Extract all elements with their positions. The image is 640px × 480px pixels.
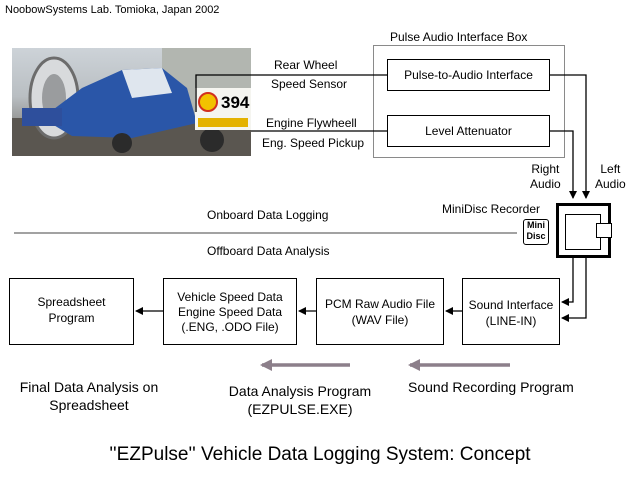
- sound-interface-line1: Sound Interface: [468, 298, 554, 312]
- interface-box-title: Pulse Audio Interface Box: [390, 30, 528, 44]
- sound-recording-label: Sound Recording Program: [408, 379, 574, 395]
- sound-interface-line2: (LINE-IN): [485, 314, 537, 328]
- final-analysis-line2: Spreadsheet: [49, 397, 129, 413]
- minidisc-button: [596, 223, 612, 238]
- left-audio-label: Left Audio: [595, 162, 626, 192]
- pcm-audio-line2: (WAV File): [351, 313, 409, 327]
- offboard-label: Offboard Data Analysis: [207, 244, 330, 258]
- pcm-audio-line1: PCM Raw Audio File: [324, 297, 436, 311]
- speed-sensor-label: Speed Sensor: [271, 77, 348, 91]
- data-analysis-line2: (EZPULSE.EXE): [247, 401, 353, 417]
- rear-wheel-label: Rear Wheel: [274, 58, 338, 72]
- vehicle-data-line1: Vehicle Speed Data: [177, 290, 283, 304]
- data-analysis-label: Data Analysis Program (EZPULSE.EXE): [210, 382, 390, 418]
- vehicle-photo: 394: [12, 48, 251, 156]
- spreadsheet-line1: Spreadsheet: [37, 295, 106, 309]
- engine-speed-pickup-label: Eng. Speed Pickup: [262, 136, 365, 150]
- vehicle-illustration: [12, 48, 251, 156]
- data-analysis-line1: Data Analysis Program: [228, 383, 372, 399]
- race-number: 394: [221, 93, 250, 112]
- minidisc-out-wire-2: [561, 258, 587, 322]
- vehicle-data-line2: Engine Speed Data: [177, 305, 283, 319]
- pulse-to-audio-label: Pulse-to-Audio Interface: [404, 68, 533, 82]
- sound-interface-box: Sound Interface (LINE-IN): [462, 278, 560, 345]
- right-audio-line1: Right: [531, 162, 560, 176]
- page-title: ''EZPulse'' Vehicle Data Logging System:…: [109, 444, 531, 465]
- final-analysis-line1: Final Data Analysis on: [19, 379, 159, 395]
- onboard-label: Onboard Data Logging: [207, 208, 329, 222]
- credit-text: NoobowSystems Lab. Tomioka, Japan 2002: [5, 4, 220, 16]
- minidisc-logo-line1: Mini: [527, 220, 545, 230]
- minidisc-logo-line2: Disc: [526, 231, 546, 241]
- spreadsheet-line2: Program: [48, 311, 95, 325]
- level-attenuator-box: Level Attenuator: [387, 115, 550, 147]
- level-attenuator-label: Level Attenuator: [425, 124, 512, 138]
- right-audio-label: Right Audio: [530, 162, 561, 192]
- vehicle-data-box: Vehicle Speed Data Engine Speed Data (.E…: [163, 278, 297, 345]
- pulse-to-audio-box: Pulse-to-Audio Interface: [387, 59, 550, 91]
- left-audio-line2: Audio: [595, 177, 626, 191]
- left-audio-line1: Left: [600, 162, 621, 176]
- engine-flywheel-label: Engine Flywheell: [266, 116, 357, 130]
- minidisc-recorder-label: MiniDisc Recorder: [442, 202, 541, 216]
- vehicle-data-line3: (.ENG, .ODO File): [181, 320, 279, 334]
- minidisc-out-wire-1: [561, 258, 574, 306]
- minidisc-recorder-box: [556, 203, 612, 258]
- final-analysis-label: Final Data Analysis on Spreadsheet: [3, 378, 175, 414]
- right-audio-line2: Audio: [530, 177, 561, 191]
- minidisc-logo: Mini Disc: [523, 219, 549, 245]
- spreadsheet-box: Spreadsheet Program: [9, 278, 134, 345]
- pcm-audio-box: PCM Raw Audio File (WAV File): [316, 278, 444, 345]
